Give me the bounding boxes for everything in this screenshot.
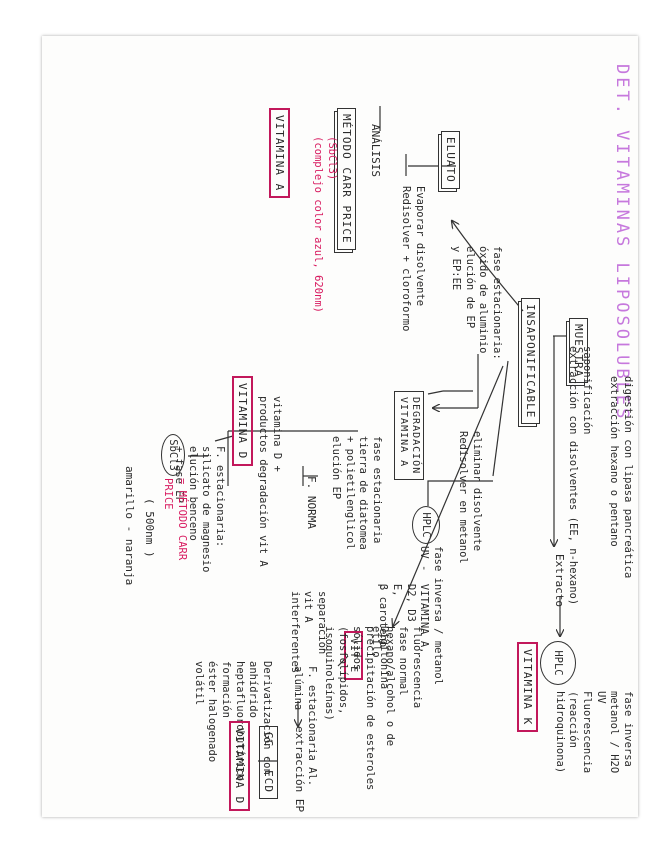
degradacion-box: DEGRADACIÓN VITAMINA A (394, 391, 424, 481)
line-insap-eliminar (492, 360, 509, 477)
hplc-oval-k: HPLC (540, 641, 576, 685)
vitamina-a-box: VITAMINA A (269, 108, 290, 199)
f-norma-label: F. NORMA (305, 476, 318, 529)
paper-sheet: DET. VITAMINAS LIPOSOLUBLES MUESTRA dige… (42, 36, 638, 817)
metodo-carr-price-sub: (SbCl3) (complejo color azul, 620nm) (312, 136, 338, 314)
separacion-text: separación vit A interferentes (288, 591, 328, 674)
extracto-label: Extracto (553, 554, 566, 607)
vitamina-d-right-box: VITAMINA D (229, 721, 250, 812)
degradacion-text: fase estacionaria tierra de diatomea + p… (330, 436, 383, 550)
desc-vit-d-text: vitamina D + productos degradación vit A (257, 396, 283, 567)
fase-estacionaria-eluato-text: fase estacionaria: óxido de aluminio elu… (450, 246, 503, 360)
analisis-label: ANÁLISIS (369, 124, 382, 177)
page-title: DET. VITAMINAS LIPOSOLUBLES (612, 64, 632, 422)
amarillo-label: amarillo - naranja (123, 466, 136, 586)
insaponificable-box: INSAPONIFICABLE (521, 298, 540, 425)
gc-ecd-box: GC - ECD (259, 726, 278, 799)
vitamina-k-box: VITAMINA K (517, 642, 538, 733)
line-insap-eluato (452, 221, 524, 312)
line-insap-to-deg (427, 390, 444, 395)
hplc-oval-ade: HPLC (412, 506, 440, 544)
digitonina-text: Digitonina precipitación de esteroles só… (323, 626, 390, 791)
sbcl3-oval: SbCl3 (161, 434, 185, 476)
saponificacion-text: saponificación extracción con disolvente… (567, 346, 593, 606)
line-vitd-silicato (214, 435, 234, 442)
rotated-content: DET. VITAMINAS LIPOSOLUBLES MUESTRA dige… (42, 36, 638, 817)
nm-500-label: ( 500nm ) (143, 498, 156, 558)
line-eliminar-hplc (427, 480, 493, 506)
extraccion-ep-label: extracción EP (293, 726, 306, 813)
vitamina-d-left-box: VITAMINA D (232, 376, 253, 467)
hplc-k-text: fase inversa metanol / H2O UV Fluorescen… (553, 691, 634, 774)
eluato-box: ELUATO (441, 131, 460, 189)
extraccion-head-text: digestión con lipasa pancreática extracc… (608, 376, 634, 579)
metodo-carr-price-2: = MÉTODO CARR PRICE (162, 478, 188, 561)
metodo-carr-price-box: MÉTODO CARR PRICE (337, 108, 356, 250)
line-to-digitonina (393, 365, 504, 626)
eliminar-disolvente-text: eliminar disolvente Redisolver en metano… (457, 431, 483, 564)
evaporar-text: Evaporar disolvente Redisolver + clorofo… (400, 186, 426, 332)
line-digit-deriv (337, 655, 349, 667)
connector-lines (188, 106, 568, 762)
